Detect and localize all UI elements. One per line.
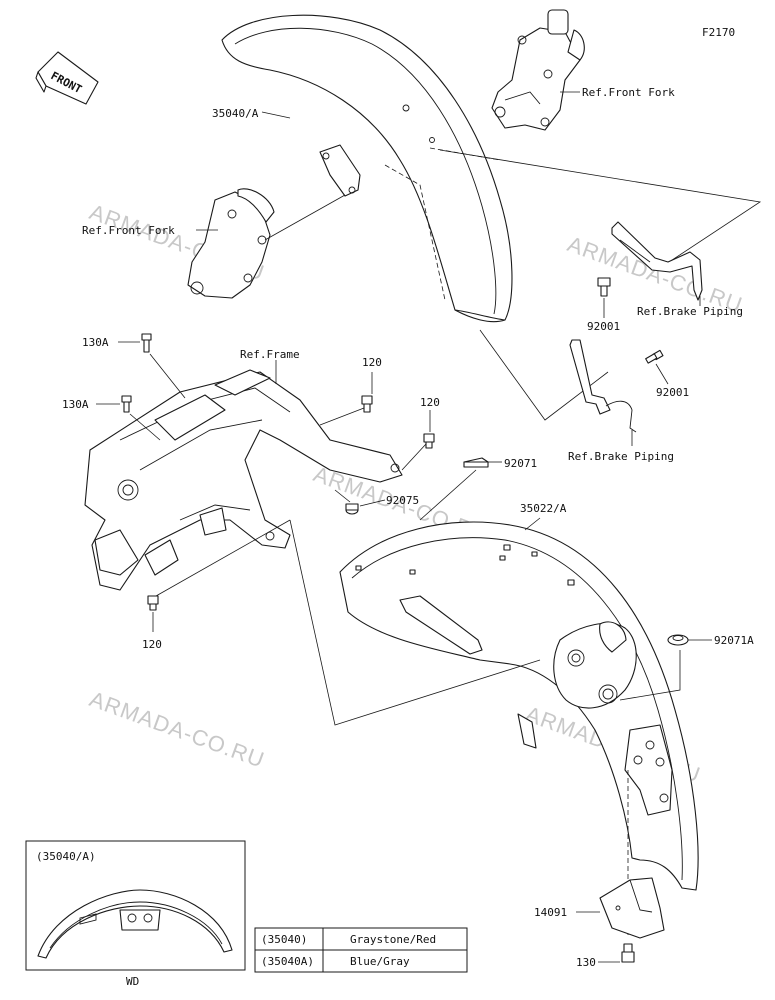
inset-fender-illustration xyxy=(37,889,233,959)
bolt-130a-label-a: 130A xyxy=(82,336,109,349)
bolt-92001-bottom xyxy=(645,349,664,364)
color-table: (35040) Graystone/Red (35040A) Blue/Gray xyxy=(254,927,468,973)
ref-front-fork-top-label: Ref.Front Fork xyxy=(582,86,675,99)
grommet-92071-label: 92071 xyxy=(504,457,537,470)
table-cell-color: Graystone/Red xyxy=(350,933,436,946)
front-fork-bracket-right xyxy=(491,9,585,131)
watermark: ARMADA-CO.RU xyxy=(86,686,268,773)
bolt-130-label: 130 xyxy=(576,956,596,969)
clamp-92001-label-a: 92001 xyxy=(587,320,620,333)
grommet-92071a xyxy=(667,634,689,646)
table-row: (35040A) Blue/Gray xyxy=(261,955,410,968)
inset-title: (35040/A) xyxy=(36,850,96,863)
cover-14091-label: 14091 xyxy=(534,906,567,919)
ref-frame-label: Ref.Frame xyxy=(240,348,300,361)
nut-92075-label: 92075 xyxy=(386,494,419,507)
table-cell-code: (35040) xyxy=(261,933,307,946)
front-arrow-icon: FRONT xyxy=(35,51,99,105)
grommet-92071 xyxy=(463,457,489,468)
nut-92075 xyxy=(345,503,359,515)
rear-fender-label: 35022/A xyxy=(520,502,567,515)
table-cell-code: (35040A) xyxy=(261,955,314,968)
bolt-120-c xyxy=(147,595,159,611)
brake-pipe-clamp-top xyxy=(611,221,703,301)
bolt-130a-lower xyxy=(121,395,132,413)
inset-panel: (35040/A) WD xyxy=(25,840,246,988)
bolt-120-label-c: 120 xyxy=(142,638,162,651)
rear-fender-35022 xyxy=(339,521,699,891)
bolt-120-b xyxy=(423,433,435,449)
table-row: (35040) Graystone/Red xyxy=(261,933,436,946)
bolt-120-a xyxy=(361,395,373,413)
bolt-120-label-b: 120 xyxy=(420,396,440,409)
ref-front-fork-left-label: Ref.Front Fork xyxy=(82,224,175,237)
table-cell-color: Blue/Gray xyxy=(350,955,410,968)
rear-frame xyxy=(84,369,403,591)
bolt-120-label-a: 120 xyxy=(362,356,382,369)
inset-caption: WD xyxy=(126,975,139,988)
cover-14091 xyxy=(599,877,665,939)
bolt-130 xyxy=(621,943,635,963)
ref-brake-piping-bottom-label: Ref.Brake Piping xyxy=(568,450,674,463)
front-fork-bracket-left xyxy=(187,188,275,299)
bolt-130a-label-b: 130A xyxy=(62,398,89,411)
front-fender-35040 xyxy=(221,14,513,323)
grommet-92071a-label: 92071A xyxy=(714,634,754,647)
figure-code: F2170 xyxy=(702,26,735,39)
brake-pipe-clamp-bottom xyxy=(569,339,637,433)
clamp-92001-label-b: 92001 xyxy=(656,386,689,399)
front-fender-label: 35040/A xyxy=(212,107,259,120)
bolt-92001-top xyxy=(597,277,611,297)
ref-brake-piping-top-label: Ref.Brake Piping xyxy=(637,305,743,318)
bolt-130a-upper xyxy=(141,333,152,353)
